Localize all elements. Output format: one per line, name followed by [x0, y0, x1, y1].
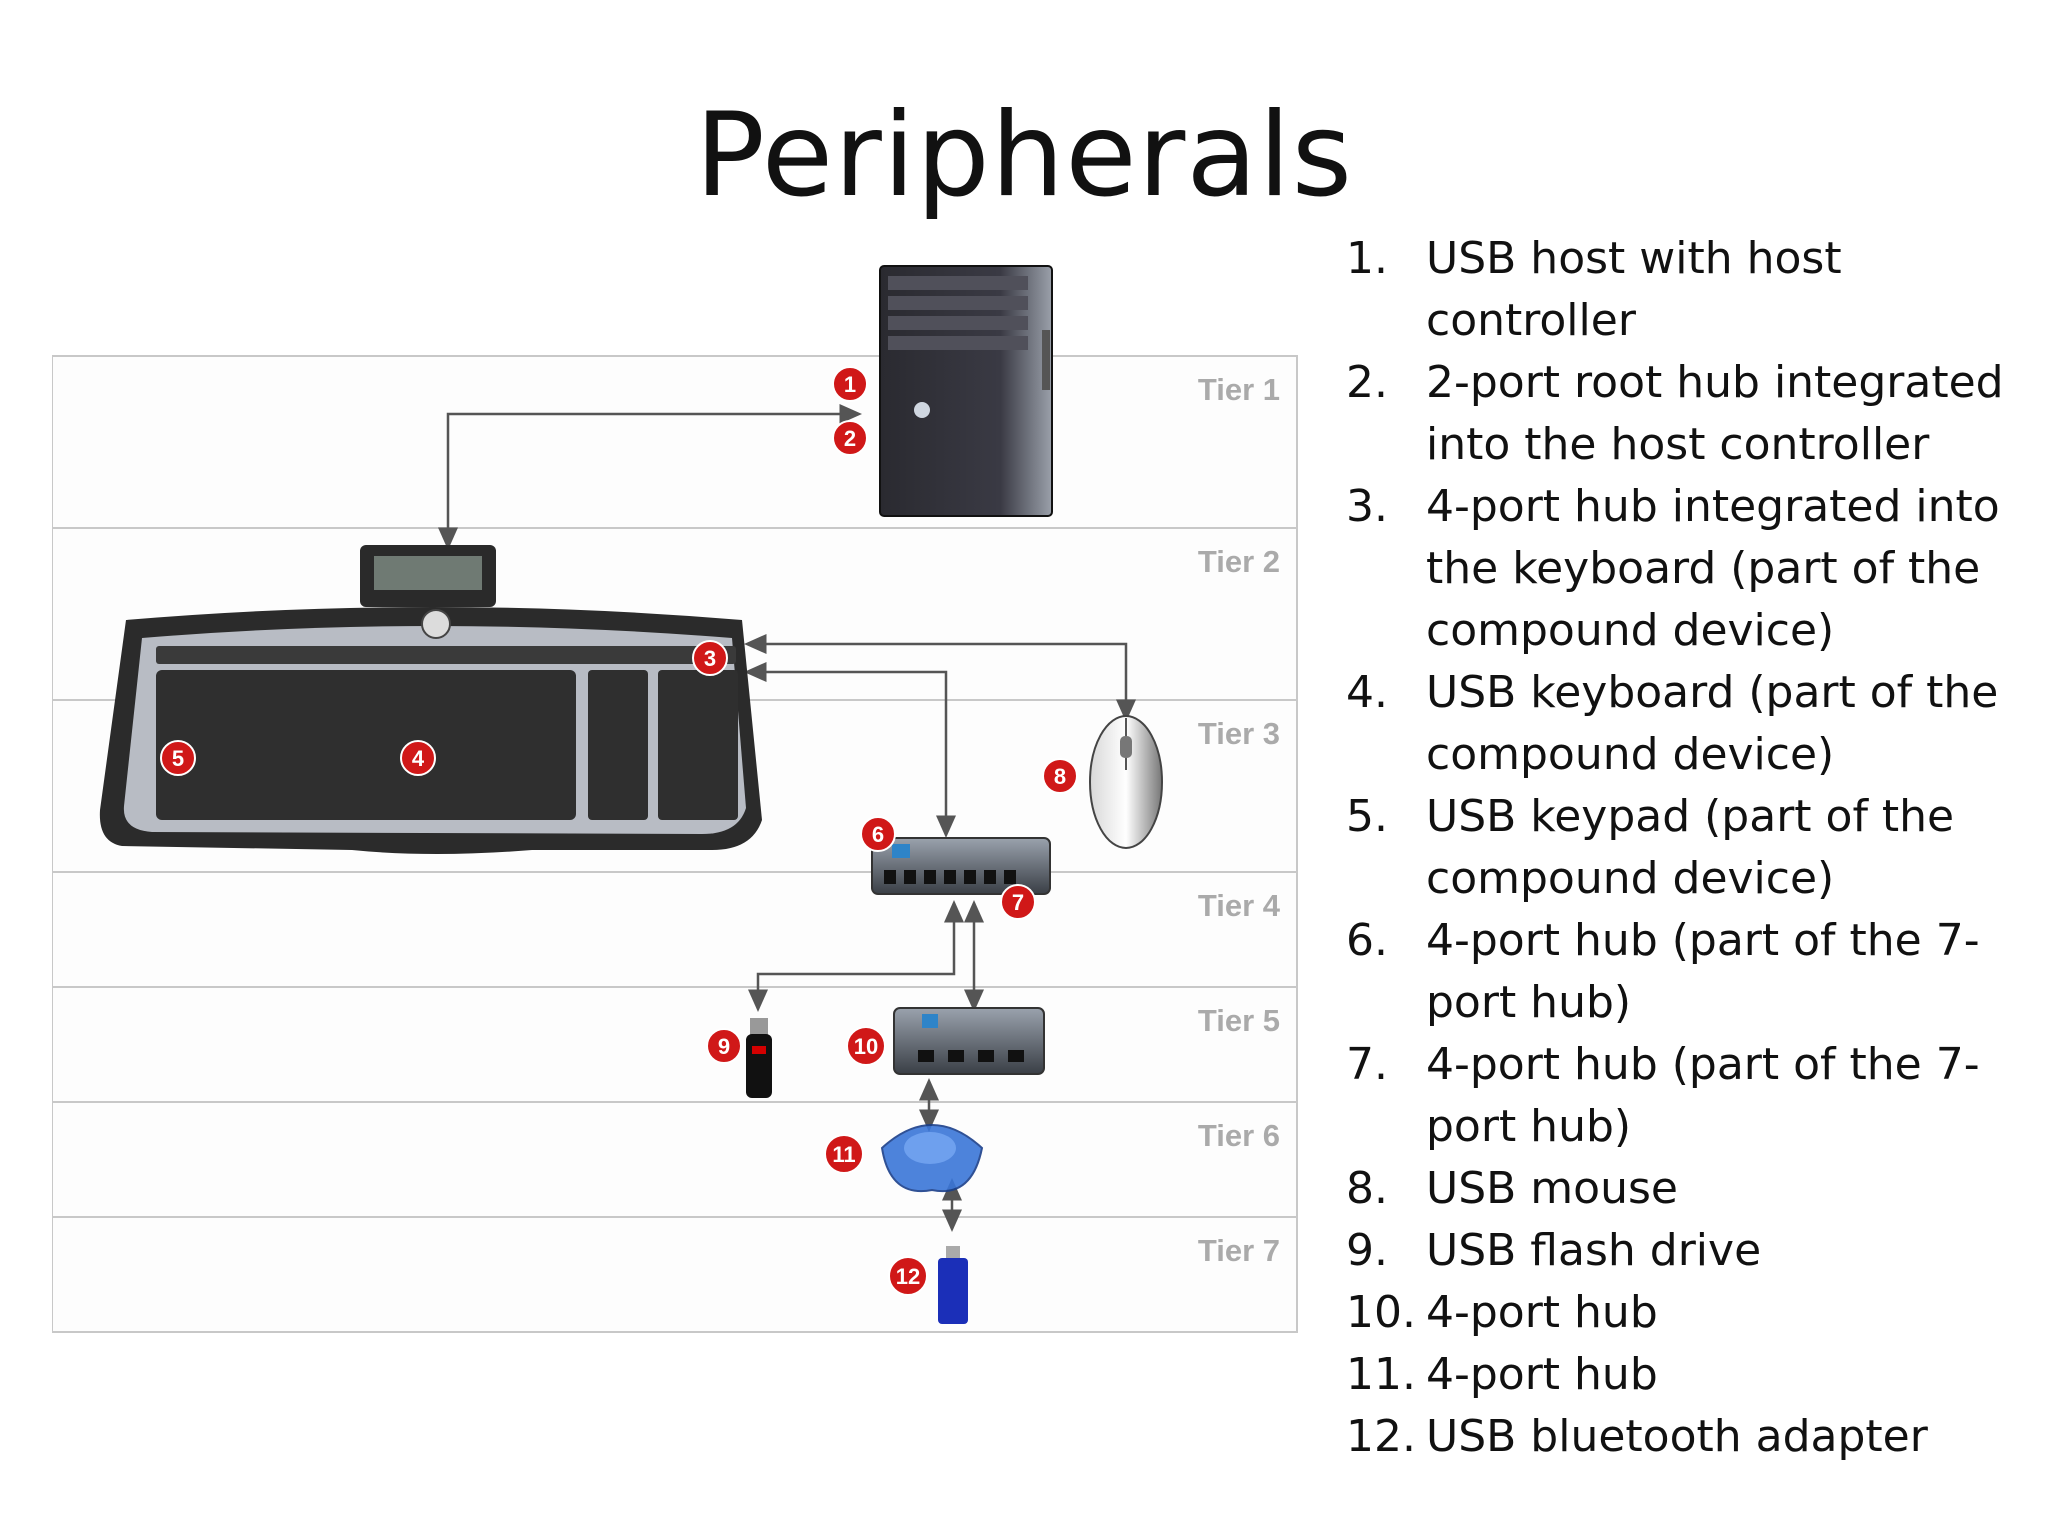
svg-text:11: 11 — [832, 1142, 855, 1167]
tier-label-6: Tier 6 — [1198, 1118, 1280, 1153]
blue-hub-image — [880, 1124, 984, 1193]
badge-2: 2 — [832, 420, 868, 456]
tier-label-7: Tier 7 — [1198, 1233, 1280, 1268]
legend-list: 1.USB host with host controller 2.2-port… — [1346, 228, 2026, 1468]
bluetooth-adapter-image — [938, 1246, 968, 1324]
badge-10: 10 — [846, 1026, 886, 1066]
badge-11: 11 — [824, 1134, 864, 1174]
svg-text:6: 6 — [872, 822, 884, 847]
list-item: 5.USB keypad (part of the compound devic… — [1346, 791, 1955, 904]
keyboard-image — [99, 545, 763, 854]
tier-label-4: Tier 4 — [1198, 888, 1281, 923]
svg-text:9: 9 — [718, 1034, 730, 1059]
tier-label-3: Tier 3 — [1198, 716, 1280, 751]
list-item: 2.2-port root hub integrated into the ho… — [1346, 357, 2004, 470]
badge-6: 6 — [860, 816, 896, 852]
svg-text:4: 4 — [412, 746, 425, 771]
svg-text:5: 5 — [172, 746, 184, 771]
svg-text:7: 7 — [1012, 890, 1024, 915]
tier-label-5: Tier 5 — [1198, 1003, 1280, 1038]
badge-8: 8 — [1042, 758, 1078, 794]
svg-text:12: 12 — [896, 1264, 920, 1289]
page-title: Peripherals — [694, 88, 1354, 223]
flash-drive-image — [746, 1018, 772, 1098]
badge-1: 1 — [832, 366, 868, 402]
badge-12: 12 — [888, 1256, 928, 1296]
list-item: 10.4-port hub — [1346, 1287, 1658, 1338]
badge-3: 3 — [692, 640, 728, 676]
badge-7: 7 — [1000, 884, 1036, 920]
connector-lines — [438, 404, 1136, 1232]
badge-4: 4 — [400, 740, 436, 776]
list-item: 11.4-port hub — [1346, 1349, 1658, 1400]
tier-label-2: Tier 2 — [1198, 544, 1280, 579]
list-item: 9.USB flash drive — [1346, 1225, 1762, 1276]
list-item: 4.USB keyboard (part of the compound dev… — [1346, 667, 1999, 780]
four-port-hub-image — [893, 1007, 1045, 1075]
svg-text:1: 1 — [844, 372, 856, 397]
list-item: 7.4-port hub (part of the 7-port hub) — [1346, 1039, 1980, 1152]
badge-9: 9 — [706, 1028, 742, 1064]
list-item: 3.4-port hub integrated into the keyboar… — [1346, 481, 2000, 656]
list-item: 6.4-port hub (part of the 7-port hub) — [1346, 915, 1980, 1028]
usb-tier-diagram: Tier 1 Tier 2 Tier 3 Tier 4 Tier 5 Tier … — [52, 265, 1298, 1333]
mouse-image — [1089, 715, 1163, 849]
svg-text:8: 8 — [1054, 764, 1066, 789]
svg-text:2: 2 — [844, 426, 856, 451]
badge-5: 5 — [160, 740, 196, 776]
svg-text:3: 3 — [704, 646, 716, 671]
tier-label-1: Tier 1 — [1198, 372, 1280, 407]
list-item: 8.USB mouse — [1346, 1163, 1678, 1214]
list-item: 12.USB bluetooth adapter — [1346, 1411, 1928, 1462]
list-item: 1.USB host with host controller — [1346, 233, 1842, 346]
seven-port-hub-image — [871, 837, 1051, 895]
pc-tower-image — [879, 265, 1053, 517]
svg-text:10: 10 — [854, 1034, 878, 1059]
